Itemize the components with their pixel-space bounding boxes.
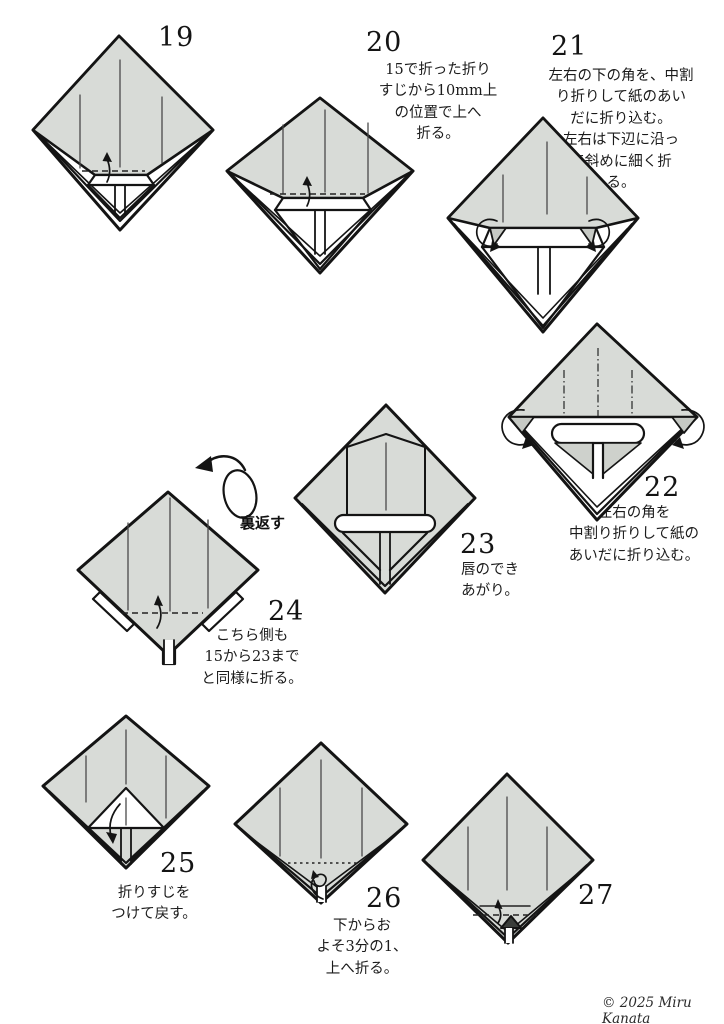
fold-up-arrow-icon [154,595,163,629]
tuck-arrow-icon [475,218,501,252]
step-24-diagram [76,490,260,666]
step-26-text: 下からお よそ3分の1、 上へ折る。 [316,918,408,977]
step-21-text: 左右の下の角を、中割 り折りして紙のあい だに折り込む。 左右は下辺に沿っ て斜… [548,68,694,192]
step-21-number: 21 [551,31,588,62]
step-25-text: 折りすじを つけて戻す。 [111,885,197,923]
step-25-diagram [41,714,211,870]
step-25-number: 25 [160,848,197,879]
step-26-number: 26 [366,883,403,914]
unfold-arrow-icon [106,803,121,844]
fold-up-arrow-icon [302,176,312,207]
step-23-number: 23 [460,529,497,560]
copyright-notice: © 2025 Miru Kanata [602,995,692,1024]
tuck-arrow-icon [672,409,705,449]
step-20-number: 20 [366,27,403,58]
step-19-number: 19 [158,22,195,53]
tuck-arrow-icon [501,409,534,449]
fold-over-arrow-icon [310,870,327,900]
step-22-diagram [501,322,705,522]
step-24-number: 24 [268,596,305,627]
step-20-diagram [225,96,415,275]
step-19-diagram [31,34,215,232]
step-22-number: 22 [644,472,681,503]
step-26-diagram [233,741,409,905]
flip-over-label: 裏返す [240,514,286,532]
step-24-text: こちら側も 15から23まで と同様に折る。 [201,628,303,687]
fold-up-arrow-icon [102,152,112,183]
tuck-arrow-icon [585,218,611,252]
step-22-text: 左右の角を 中割り折りして紙の あいだに折り込む。 [568,505,700,564]
step-27-number: 27 [578,880,615,911]
turn-over-arrow-icon [195,455,258,519]
fold-up-arrow-icon [494,899,503,924]
step-23-text: 唇のでき あがり。 [461,562,519,600]
step-20-text: 15で折った折り すじから10mm上 の位置で上へ 折る。 [378,62,498,143]
step-21-diagram [446,116,640,334]
step-23-diagram [293,403,477,595]
step-27-diagram [421,772,595,945]
